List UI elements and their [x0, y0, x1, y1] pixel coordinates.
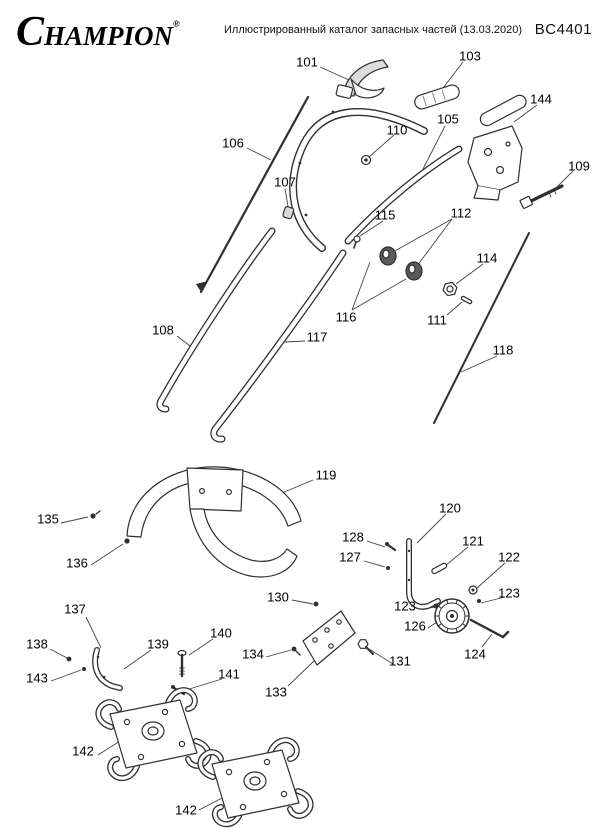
part-137-bracket	[92, 647, 123, 691]
part-112-rollers	[379, 246, 423, 281]
logo-registered-mark: ®	[173, 19, 180, 29]
part-110-nut	[360, 154, 372, 166]
part-114-nut	[442, 281, 458, 297]
part-111-pin	[460, 295, 473, 305]
part-106-rod	[196, 95, 310, 294]
part-124-axle	[469, 618, 510, 639]
part-101-throttle-lever	[335, 59, 389, 99]
part-127-screw	[386, 566, 390, 570]
part-105-tube	[344, 145, 463, 245]
part-136-screw	[124, 538, 130, 544]
part-107-bushing	[282, 206, 295, 220]
part-123-bolt-left	[433, 603, 439, 609]
part-130-screw	[313, 601, 319, 607]
part-126-wheel	[434, 598, 470, 634]
part-128-screw	[385, 542, 397, 552]
part-133-plate	[302, 610, 356, 666]
part-108-tube	[156, 227, 276, 413]
part-135-screw	[90, 510, 101, 519]
part-144-control-housing	[467, 94, 527, 201]
part-131-bolt	[357, 639, 374, 655]
part-115-screw	[353, 235, 361, 249]
parts-artwork	[66, 59, 564, 828]
part-103-grip	[414, 84, 460, 110]
header: CHAMPION® Иллюстрированный каталог запас…	[0, 8, 610, 55]
leader-lines	[49, 61, 574, 811]
part-121-pin	[431, 562, 448, 575]
catalog-subtitle: Иллюстрированный каталог запасных частей…	[224, 24, 523, 36]
part-109-bolt	[519, 184, 564, 209]
logo-text: CHAMPION	[16, 9, 174, 55]
part-123-bolt-right	[477, 599, 481, 603]
handlebar-loop	[289, 108, 428, 252]
part-140-bolt	[177, 649, 187, 678]
model-number: BC4401	[534, 21, 592, 38]
part-143-screw	[82, 667, 86, 671]
part-120-bracket	[406, 538, 441, 610]
part-142-tine-assembly-lower	[197, 737, 314, 828]
part-138-screw	[66, 656, 72, 662]
part-122-ring	[468, 585, 478, 595]
champion-logo: CHAMPION®	[16, 8, 180, 56]
part-142-tine-assembly-upper	[95, 687, 212, 782]
part-134-screw	[291, 646, 301, 656]
part-117-tube	[210, 249, 347, 443]
part-119-fender	[126, 466, 302, 578]
part-118-rod	[433, 232, 530, 424]
